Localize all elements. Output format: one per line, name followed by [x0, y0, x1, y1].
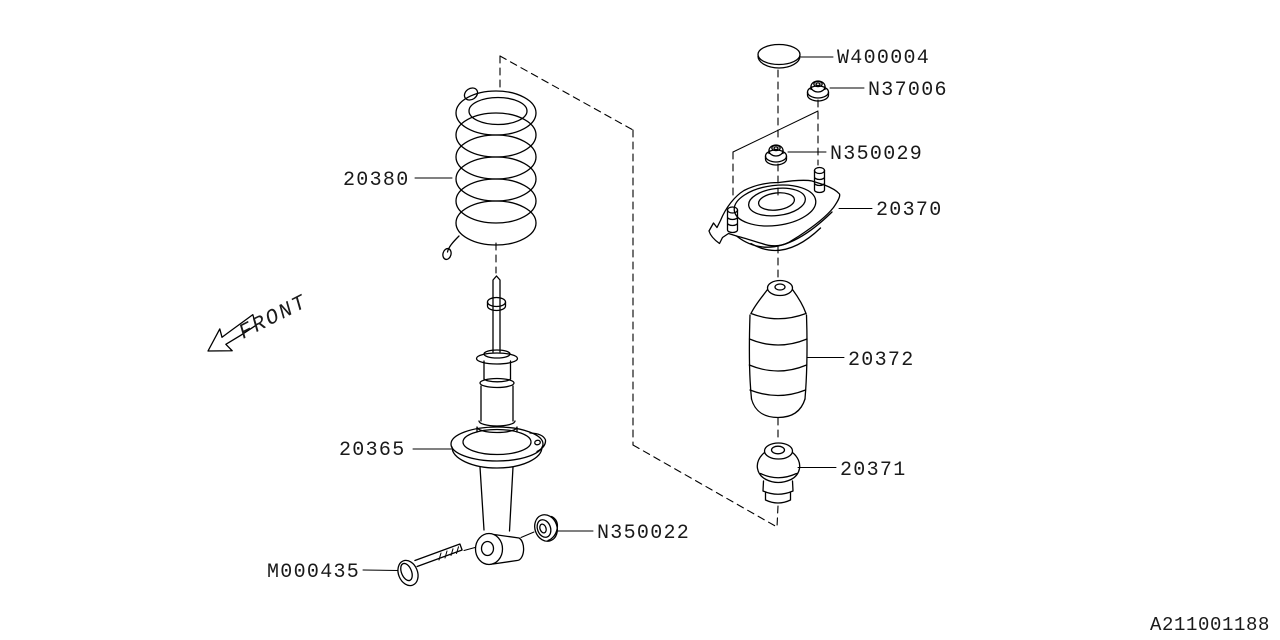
coil-spring-drawing	[442, 87, 537, 261]
bumper-step-2	[764, 492, 792, 504]
strut-nut-label[interactable]: N350022	[597, 522, 690, 545]
mount-skirt-arc	[735, 211, 833, 248]
strut-body-ring	[476, 426, 518, 434]
bolt-label[interactable]: M000435	[267, 561, 360, 584]
axis-connector-line	[732, 110, 819, 153]
boot-rib	[749, 389, 807, 397]
bumper-waist-lip	[765, 478, 792, 484]
cap-dome	[757, 43, 801, 66]
spring-wire-tail	[446, 235, 460, 253]
piston-rod	[492, 275, 501, 353]
bumper-step-1	[762, 480, 794, 495]
front-indicator: FRONT	[207, 291, 312, 352]
bumper-top-hole	[770, 445, 786, 455]
bolt-head-flange	[397, 559, 419, 587]
rod-collar	[486, 296, 507, 308]
helper-rubber-drawing	[756, 442, 801, 504]
mount-stud-left	[726, 209, 739, 234]
front-arrow-icon	[207, 313, 257, 352]
bumper-waist-ring	[759, 472, 798, 479]
axis-dash	[499, 55, 634, 131]
eyelet-hole	[480, 540, 495, 557]
dust-cover-drawing	[748, 279, 808, 419]
front-label: FRONT	[236, 291, 312, 345]
boot-sides	[748, 314, 808, 400]
mount-label[interactable]: 20370	[876, 199, 943, 222]
spring-label[interactable]: 20380	[343, 169, 410, 192]
diagram-id: A211001188	[1150, 614, 1270, 636]
bumper-top	[763, 442, 794, 460]
spring-wire-end	[463, 87, 479, 101]
top-nut-drawing	[806, 80, 830, 102]
mount-center-hole	[757, 192, 796, 211]
boot-top	[766, 279, 794, 297]
strut-label[interactable]: 20365	[339, 439, 406, 462]
mount-nut-drawing	[764, 144, 788, 166]
strut-mount-drawing	[708, 166, 841, 252]
nut-body	[536, 519, 552, 538]
boot-rib	[748, 364, 808, 372]
helper-label[interactable]: 20371	[840, 459, 907, 482]
mount-ring-outer	[733, 184, 817, 227]
strut-body	[480, 385, 514, 422]
rod-collar-side	[486, 301, 507, 312]
boot-bottom	[750, 398, 806, 419]
boot-top-hole	[774, 283, 786, 291]
mount-stud-right-top	[813, 166, 826, 175]
cap-rim	[757, 55, 801, 69]
spring-coil	[455, 178, 537, 224]
spring-seat-skirt	[451, 446, 543, 469]
mount-ring-mid	[748, 187, 806, 217]
bolt-drawing	[397, 543, 463, 587]
mount-plate-outline	[708, 179, 841, 247]
shock-absorber-drawing	[450, 275, 547, 566]
axis-dash	[632, 444, 778, 528]
bolt-threads	[438, 546, 459, 561]
eyelet-face	[474, 532, 504, 566]
leader-lines	[362, 56, 873, 571]
bumper-bulb	[756, 451, 801, 481]
bolt-axis-line	[463, 531, 535, 551]
cap-label[interactable]: W400004	[837, 47, 930, 70]
spring-wire-tail-tip	[442, 247, 452, 261]
strut-nut-drawing	[534, 514, 559, 542]
boot-rib	[750, 312, 807, 320]
strut-shoulder-ring	[479, 377, 515, 389]
assembly-axis-lines	[495, 55, 819, 528]
top-nut-label[interactable]: N37006	[868, 79, 948, 102]
spring-seat-ear-hole	[534, 439, 541, 446]
leader-line-bolt	[362, 569, 399, 571]
part-labels: 20380 20365 M000435 N350022 W400004 N370…	[267, 47, 948, 584]
mount-stud-right	[813, 169, 826, 194]
strut-body-ring	[478, 420, 516, 427]
mount-stud-left-top	[726, 206, 739, 214]
eyelet-body	[492, 533, 525, 565]
spring-seat-inner	[462, 428, 532, 456]
nut-hole	[539, 523, 547, 534]
spring-coil-inner	[468, 96, 528, 126]
strut-neck	[483, 360, 512, 380]
bolt-shaft	[414, 543, 463, 568]
bolt-head	[400, 562, 413, 582]
mount-nut-label[interactable]: N350029	[830, 143, 923, 166]
boot-shoulder	[750, 288, 807, 315]
nut-thickness	[547, 515, 559, 542]
lower-tube	[479, 466, 514, 532]
boot-rib	[748, 338, 808, 346]
mount-skirt-arc	[750, 227, 822, 252]
axis-dash	[776, 505, 779, 528]
nut-flange	[534, 514, 558, 542]
cap-drawing	[757, 43, 801, 69]
spring-coil	[455, 200, 537, 246]
dust-cover-label[interactable]: 20372	[848, 349, 915, 372]
strut-cap-rim	[475, 352, 519, 365]
spring-seat-outer	[450, 426, 544, 462]
